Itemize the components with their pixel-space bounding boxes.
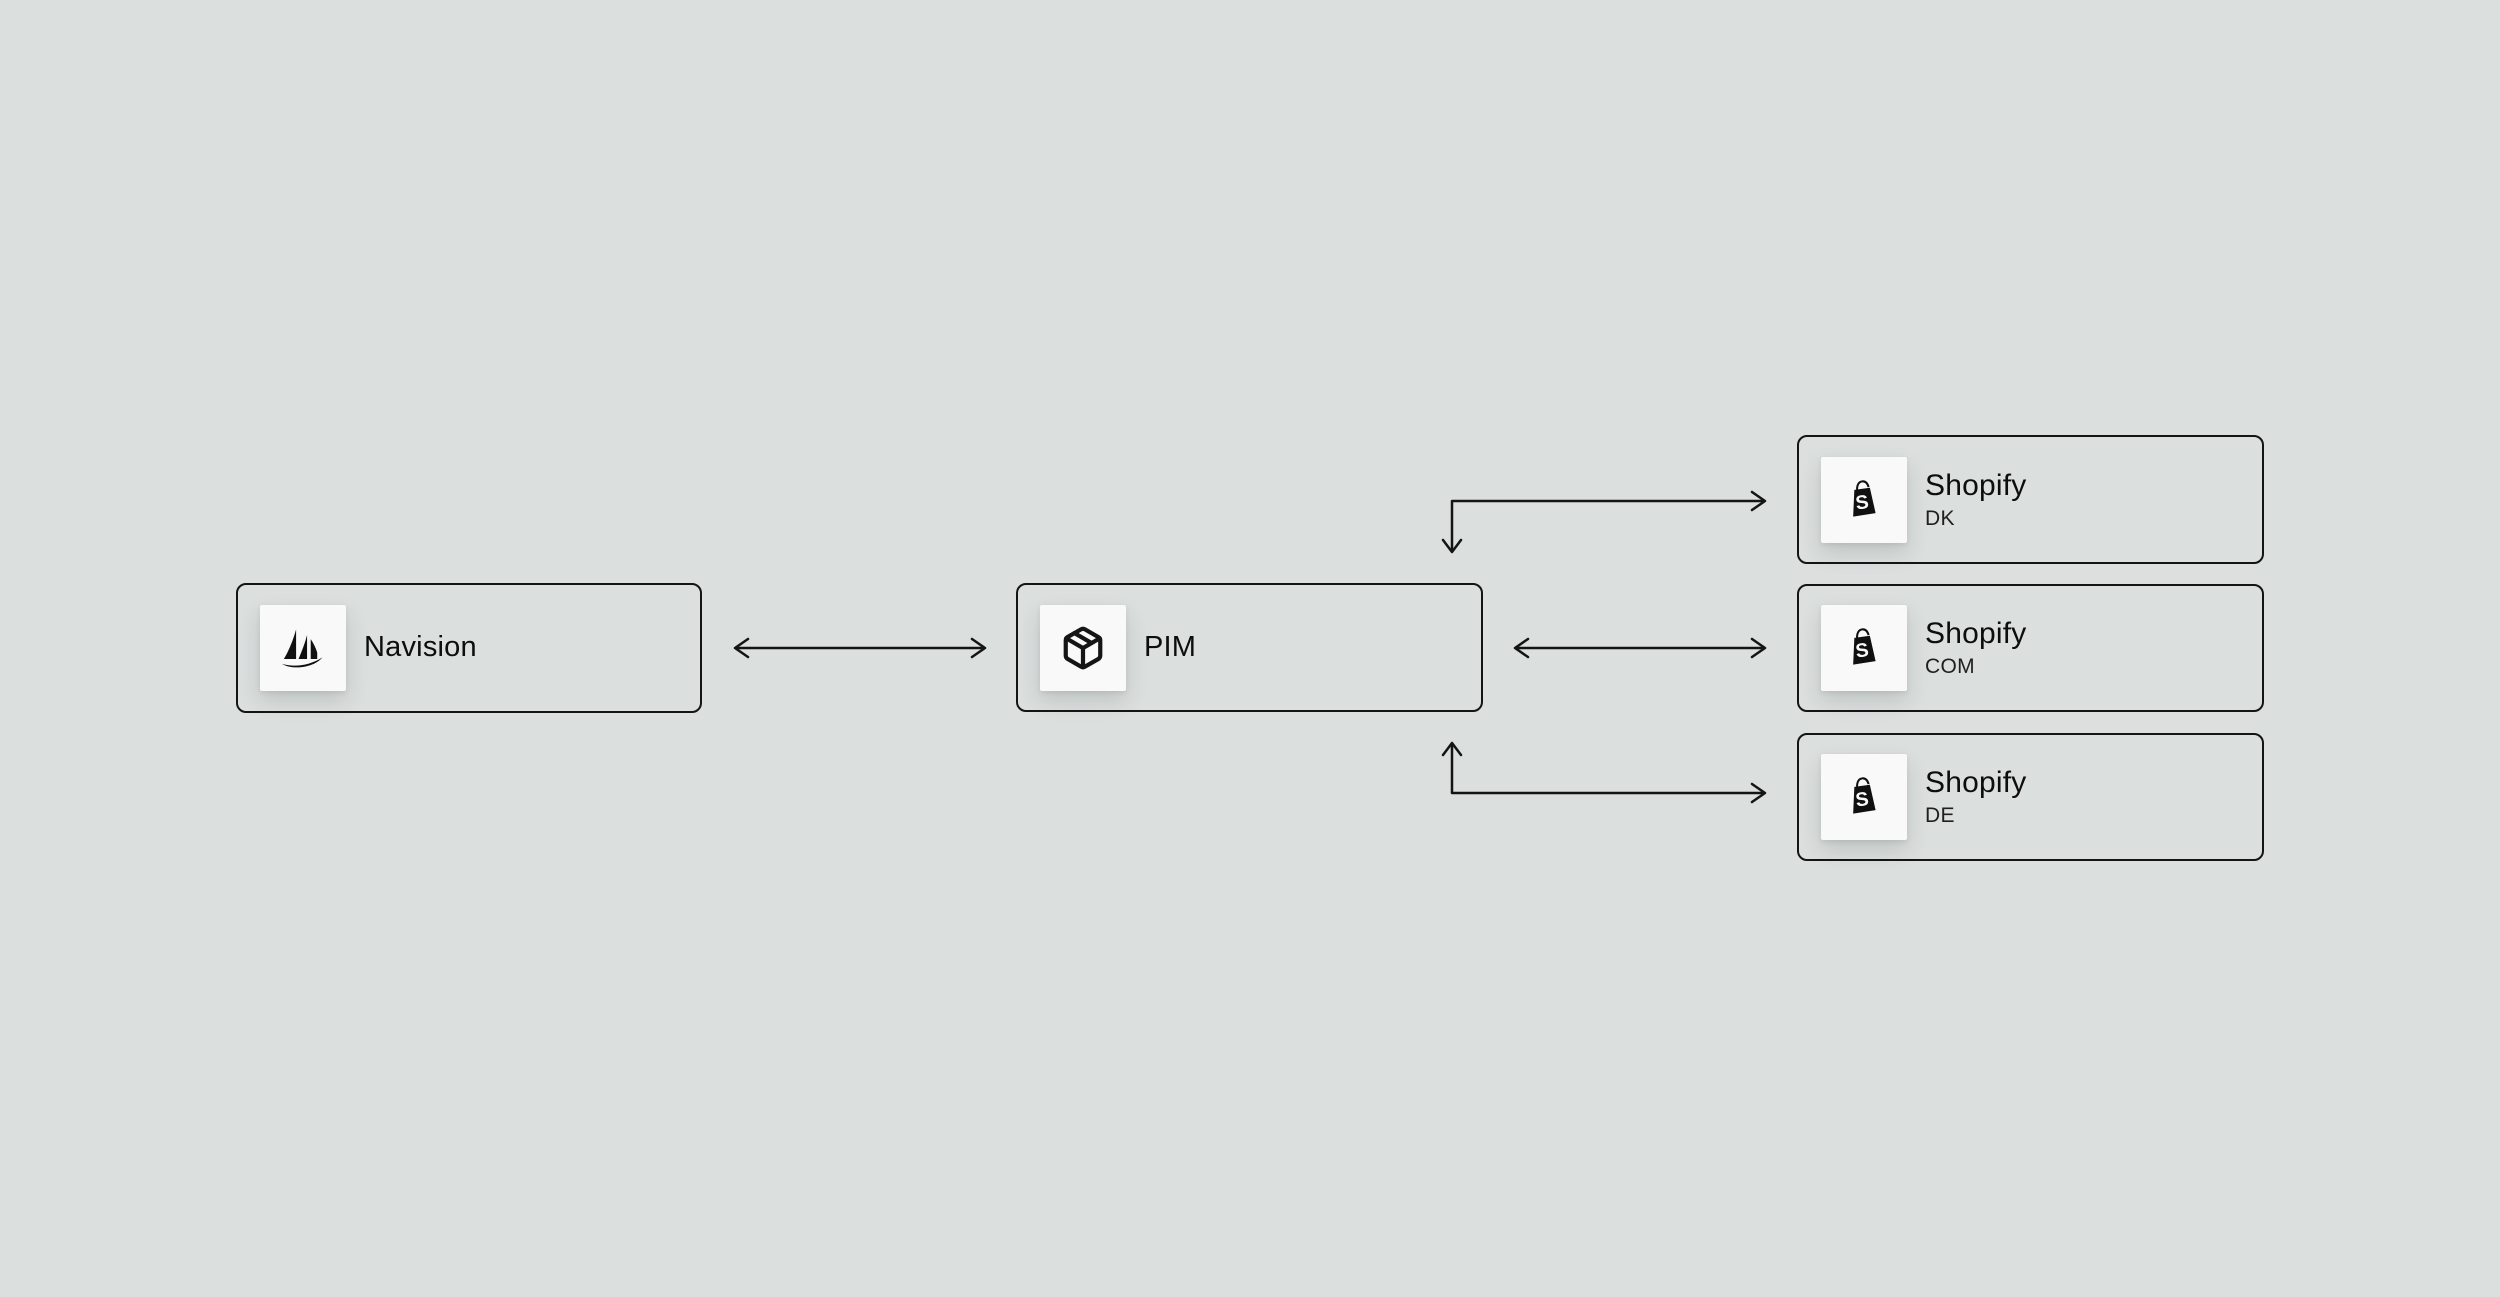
node-sublabel-shopify-com: COM xyxy=(1925,655,1975,678)
node-shopify-de: S Shopify DE xyxy=(1797,733,2264,861)
node-sublabel-shopify-dk: DK xyxy=(1925,506,1955,530)
arrow-pim-shopify-com xyxy=(1513,637,1767,659)
svg-text:S: S xyxy=(1854,490,1870,514)
shopify-bag-icon: S xyxy=(1821,605,1907,691)
node-sublabel-shopify-de: DE xyxy=(1925,804,1955,827)
svg-text:S: S xyxy=(1854,639,1870,663)
package-cube-icon xyxy=(1040,604,1126,691)
shopify-bag-icon: S xyxy=(1821,754,1907,840)
node-shopify-com: S Shopify COM xyxy=(1797,584,2264,712)
arrow-navision-pim xyxy=(733,637,987,659)
arrow-pim-shopify-dk xyxy=(1441,490,1767,554)
node-pim: PIM xyxy=(1016,583,1483,712)
node-navision: Navision xyxy=(236,583,702,713)
node-label-shopify-de: Shopify xyxy=(1925,766,2027,799)
shopify-bag-icon: S xyxy=(1821,456,1907,543)
dynamics-nav-sails-icon xyxy=(260,605,346,691)
svg-text:S: S xyxy=(1854,788,1870,812)
node-label-shopify-com: Shopify xyxy=(1925,617,2027,650)
node-label-pim: PIM xyxy=(1144,630,1197,663)
node-shopify-dk: S Shopify DK xyxy=(1797,435,2264,564)
node-label-shopify-dk: Shopify xyxy=(1925,468,2027,502)
arrow-pim-shopify-de xyxy=(1441,741,1767,804)
node-label-navision: Navision xyxy=(364,631,477,664)
